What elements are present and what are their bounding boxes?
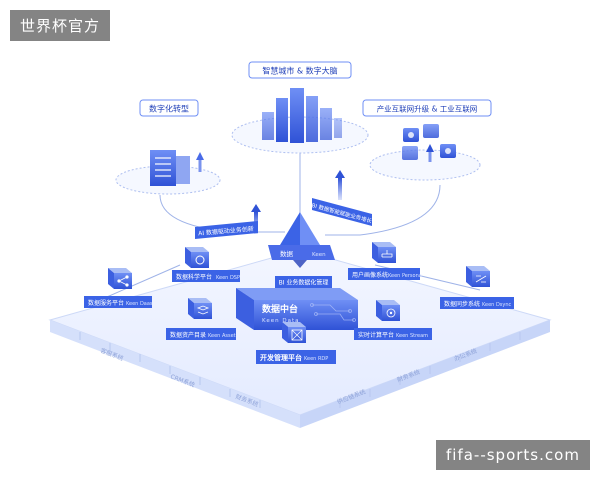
label-smart-city-text: 智慧城市 & 数字大脑 xyxy=(262,66,337,76)
module-dev-sub: Keen RDP xyxy=(304,356,328,362)
module-science-label: 数据科学平台 xyxy=(176,273,212,281)
watermark-bottom-right: fifa--sports.com xyxy=(436,440,590,470)
module-stream-sub: Keen Stream xyxy=(396,333,428,339)
arrow-up-icon xyxy=(335,170,345,200)
label-digital-transform-text: 数字化转型 xyxy=(149,104,189,114)
label-industrial: 产业互联网升级 & 工业互联网 xyxy=(363,100,491,116)
smart-city-node xyxy=(232,88,368,153)
module-stream-label: 实时计算平台 xyxy=(358,331,394,339)
module-service-sub: Keen Daas xyxy=(126,301,153,307)
tag-biz: BI 业务数据化管理 xyxy=(275,276,332,288)
module-center-label: 数据 xyxy=(280,249,294,258)
module-asset-sub: Keen Asset xyxy=(208,333,236,339)
module-dev-label: 开发管理平台 xyxy=(260,353,302,362)
label-smart-city: 智慧城市 & 数字大脑 xyxy=(249,62,351,78)
module-portrait-label: 用户画像系统 xyxy=(352,271,388,279)
industrial-node xyxy=(370,124,480,180)
city-buildings-icon xyxy=(262,88,342,143)
core-title: 数据中台 xyxy=(262,303,298,315)
tag-biz-text: BI 业务数据化管理 xyxy=(279,279,329,287)
module-service-platform: 数据服务平台 Keen Daas xyxy=(84,268,153,308)
tag-ai: AI 数据驱动业务创新 xyxy=(195,221,258,239)
module-portrait-sub: Keen Persona xyxy=(388,273,422,279)
sync-icon xyxy=(466,266,490,287)
module-asset-label: 数据资产目录 xyxy=(170,331,206,339)
module-science-platform: 数据科学平台 Keen DSP xyxy=(172,247,240,282)
module-sync-label: 数据同步系统 xyxy=(444,300,480,308)
module-sync-sub: Keen Dsync xyxy=(482,302,512,308)
label-digital-transform: 数字化转型 xyxy=(140,100,198,116)
module-sync-system: 数据同步系统 Keen Dsync xyxy=(440,266,514,309)
label-industrial-text: 产业互联网升级 & 工业互联网 xyxy=(377,104,478,114)
network-icon xyxy=(376,300,400,321)
share-nodes-icon xyxy=(108,268,132,289)
module-user-portrait: 用户画像系统 Keen Persona xyxy=(348,242,422,280)
module-center: 数据 Keen xyxy=(268,245,335,260)
tag-bi: BI 数据智能赋能业务增长 xyxy=(311,198,374,226)
science-cube-icon xyxy=(185,247,209,268)
hierarchy-icon xyxy=(372,242,396,263)
module-service-label: 数据服务平台 xyxy=(88,299,124,307)
watermark-top-left: 世界杯官方 xyxy=(10,10,110,41)
grid-box-icon xyxy=(282,322,306,343)
module-science-sub: Keen DSP xyxy=(216,275,240,281)
module-center-sub: Keen xyxy=(312,252,326,258)
digital-transform-node xyxy=(116,150,220,194)
layers-icon xyxy=(188,298,212,319)
industry-icons xyxy=(402,124,456,162)
